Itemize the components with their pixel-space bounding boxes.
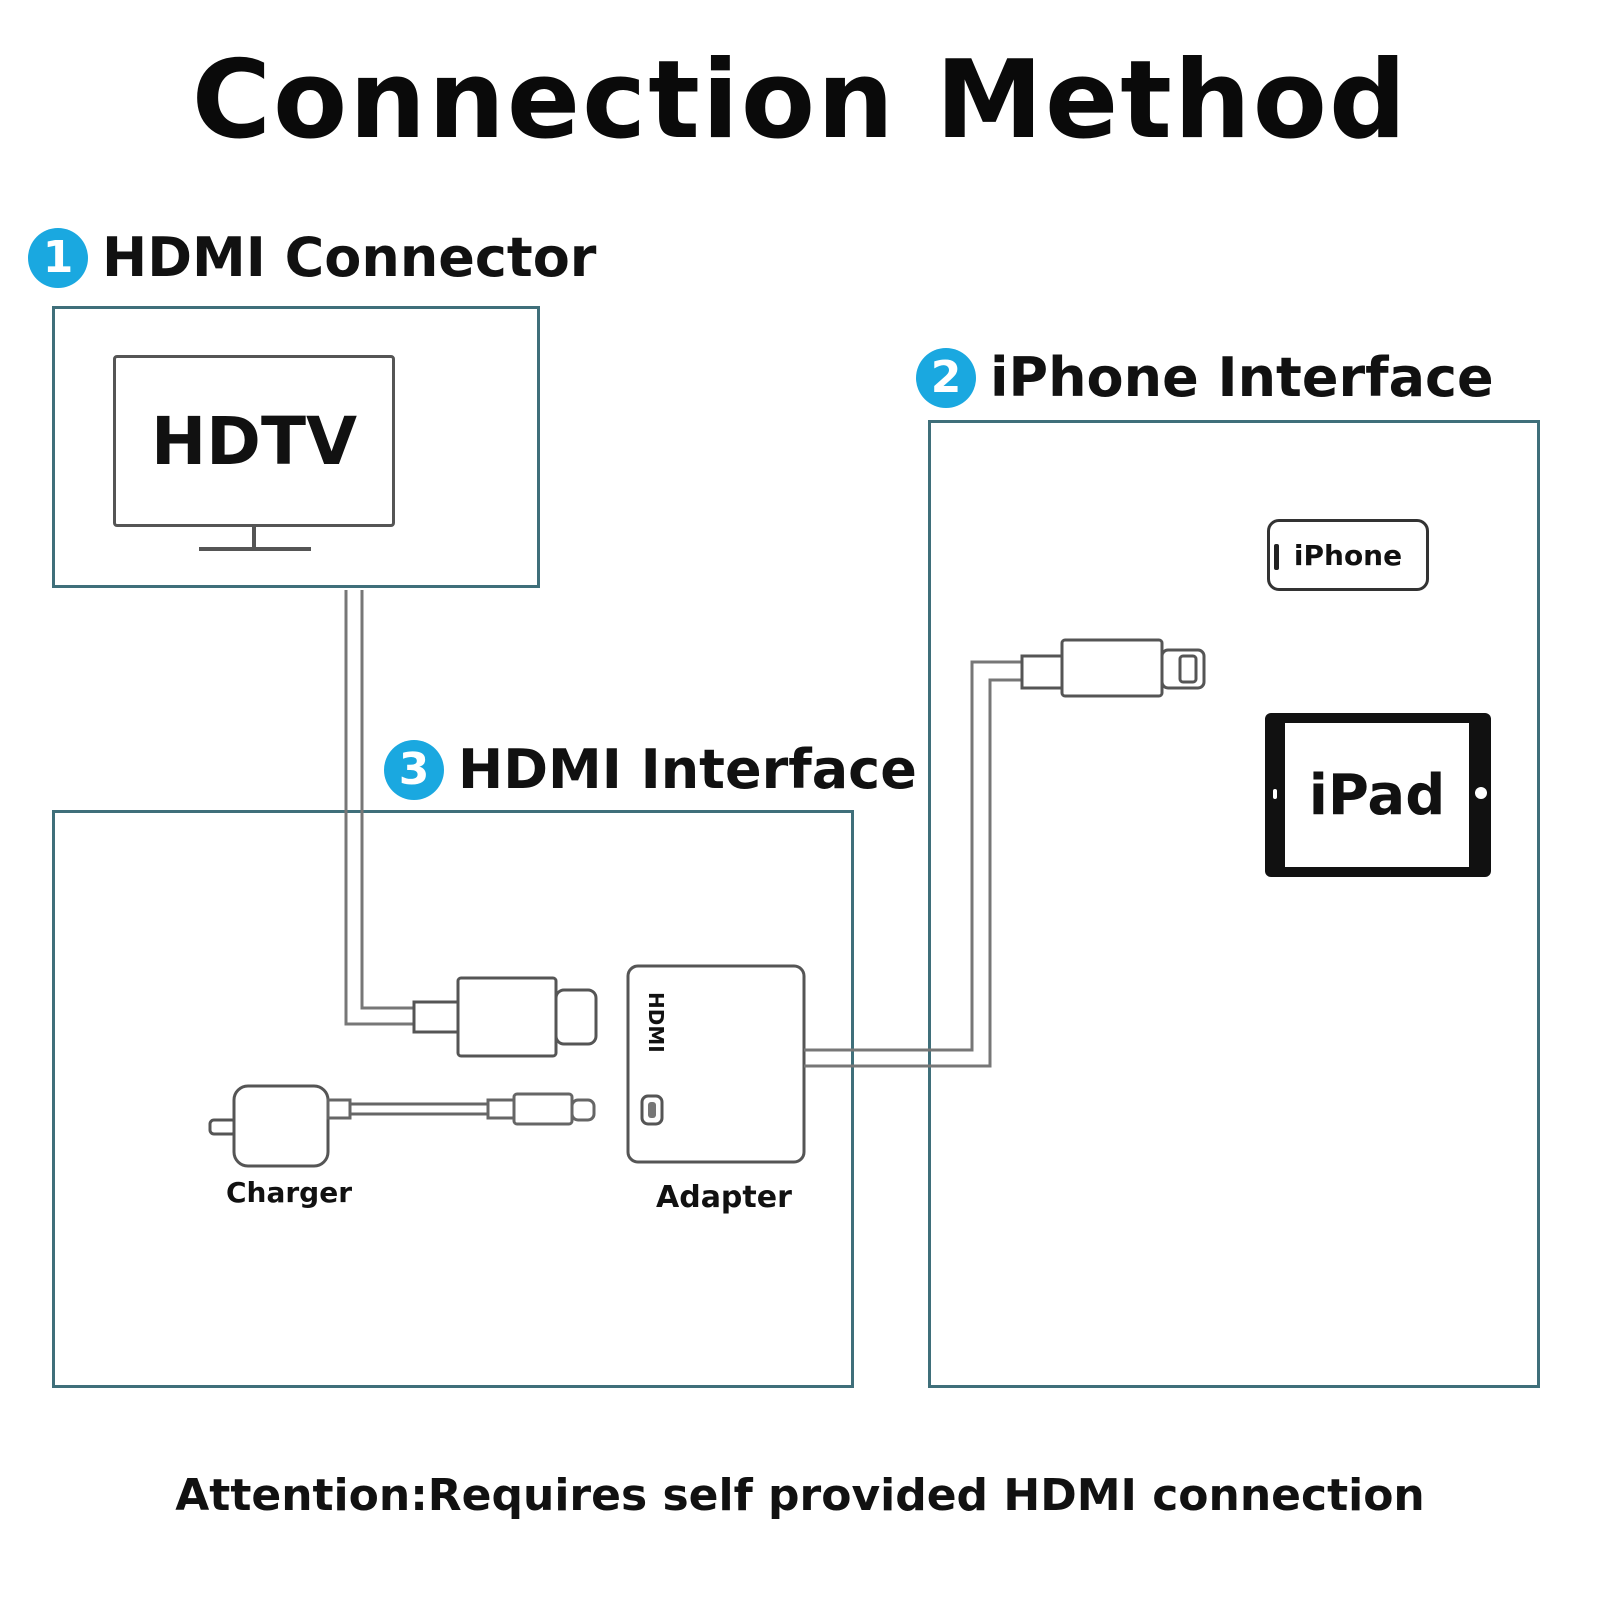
hdmi-connector-panel: HDTV	[52, 306, 540, 588]
iphone-notch	[1274, 544, 1279, 570]
step-3-heading: 3 HDMI Interface	[384, 738, 923, 801]
lightning-cable	[804, 660, 1022, 1068]
lightning-plug-icon	[1020, 638, 1206, 698]
step-3-badge: 3	[384, 739, 444, 800]
ipad-icon: iPad	[1265, 713, 1491, 877]
attention-note: Attention:Requires self provided HDMI co…	[175, 1470, 1425, 1521]
tv-icon: HDTV	[113, 355, 395, 527]
charger-cable	[326, 1092, 596, 1126]
iphone-interface-panel: iPhone iPad	[928, 420, 1540, 1388]
page-title: Connection Method	[191, 38, 1409, 163]
hdmi-cable	[344, 590, 414, 1026]
iphone-icon: iPhone	[1267, 519, 1429, 591]
step-1-heading: 1 HDMI Connector	[28, 226, 596, 289]
ipad-home-button	[1475, 787, 1487, 799]
step-2-label: iPhone Interface	[990, 346, 1494, 409]
step-2-heading: 2 iPhone Interface	[916, 346, 1494, 409]
step-1-badge: 1	[28, 227, 88, 288]
tv-label: HDTV	[150, 402, 358, 480]
adapter-label: Adapter	[656, 1180, 792, 1215]
charger-icon	[208, 1084, 330, 1168]
ipad-screen: iPad	[1285, 723, 1469, 867]
step-3-label: HDMI Interface	[458, 738, 917, 801]
ipad-camera	[1273, 789, 1277, 799]
step-2-badge: 2	[916, 347, 976, 408]
ipad-label: iPad	[1308, 762, 1446, 828]
step-1-label: HDMI Connector	[102, 226, 597, 289]
tv-stand-base	[199, 547, 311, 551]
adapter-icon	[626, 964, 806, 1164]
charger-label: Charger	[226, 1176, 353, 1209]
iphone-label: iPhone	[1293, 538, 1403, 572]
adapter-hdmi-port-label: HDMI	[644, 992, 668, 1053]
hdmi-plug-icon	[412, 976, 598, 1058]
tv-stand-neck	[252, 527, 256, 549]
